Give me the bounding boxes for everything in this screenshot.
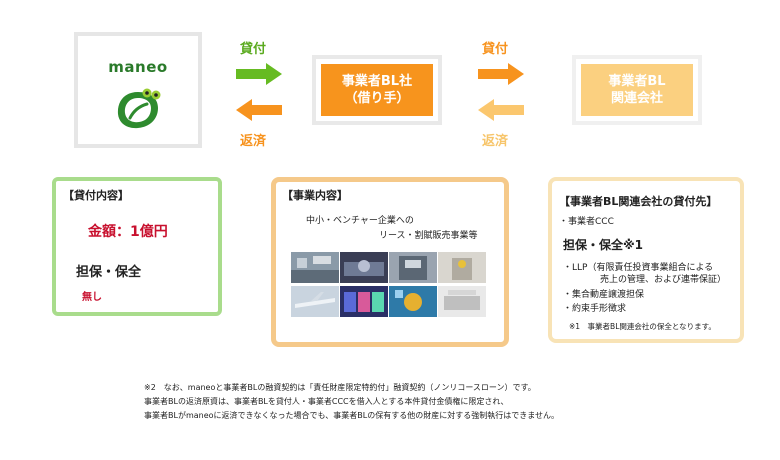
arcade-photo-icon <box>340 286 388 317</box>
left-arrow-icon <box>236 99 282 121</box>
related-collateral-title: 担保・保全※1 <box>563 238 644 252</box>
borrower-name: 事業者BL社 <box>341 74 413 89</box>
interior-photo-icon <box>438 286 486 317</box>
related-item2: ・集合動産譲渡担保 <box>563 290 645 300</box>
right-arrow-icon <box>478 63 524 85</box>
related-lending-header: 【事業者BL関連会社の貸付先】 <box>559 195 718 208</box>
related-name-line2: 関連会社 <box>610 91 663 106</box>
loan-details-box: 【貸付内容】 金額：1億円 担保・保全 無し <box>52 177 222 316</box>
borrower-node: 事業者BL社 （借り手） <box>312 55 442 125</box>
right-arrow-icon <box>236 63 282 85</box>
right-repay-label: 返済 <box>482 134 509 149</box>
loan-details-header: 【貸付内容】 <box>63 189 129 202</box>
related-name-line1: 事業者BL <box>608 74 666 89</box>
related-item1-a: ・LLP（有限責任投資事業組合による <box>563 263 714 273</box>
right-lend-label: 貸付 <box>482 42 509 57</box>
footnote-line2: 事業者BLの返済原資は、事業者BLを貸付人・事業者CCCを借入人とする本件貸付金… <box>144 397 509 406</box>
left-lend-label: 貸付 <box>240 42 267 57</box>
related-item1-b: 売上の管理、および連帯保証） <box>600 275 727 285</box>
collateral-value: 無し <box>82 292 102 303</box>
maneo-logo-icon <box>117 88 161 129</box>
loan-amount: 金額：1億円 <box>88 224 168 240</box>
collateral-label: 担保・保全 <box>76 265 142 280</box>
maneo-name: maneo <box>108 58 168 76</box>
related-inner: 事業者BL 関連会社 <box>581 64 693 116</box>
equipment-photo-icon <box>438 252 486 283</box>
footnote: ※2 なお、maneoと事業者BLの融資契約は「責任財産限定特約付」融資契約（ノ… <box>144 381 559 423</box>
footnote-line1: ※2 なお、maneoと事業者BLの融資契約は「責任財産限定特約付」融資契約（ノ… <box>144 383 536 392</box>
left-arrow-icon <box>478 99 524 121</box>
business-line2: リース・割賦販売事業等 <box>379 231 478 241</box>
related-item3: ・約束手形徴求 <box>563 304 627 314</box>
maneo-node: maneo <box>74 32 202 148</box>
related-lendee: ・事業者CCC <box>559 217 614 227</box>
left-repay-label: 返済 <box>240 134 267 149</box>
factory-photo-icon <box>340 252 388 283</box>
business-box: 【事業内容】 中小・ベンチャー企業への リース・割賦販売事業等 <box>271 177 509 347</box>
related-note: ※1 事業者BL関連会社の保全となります。 <box>569 322 716 331</box>
borrower-role: （借り手） <box>344 91 410 106</box>
related-lending-box: 【事業者BL関連会社の貸付先】 ・事業者CCC 担保・保全※1 ・LLP（有限責… <box>548 177 744 343</box>
related-company-node: 事業者BL 関連会社 <box>572 55 702 125</box>
electronics-photo-icon <box>389 286 437 317</box>
business-header: 【事業内容】 <box>282 189 348 202</box>
machine-photo-icon <box>389 252 437 283</box>
kitchen-photo-icon <box>291 252 339 283</box>
footnote-line3: 事業者BLがmaneoに返済できなくなった場合でも、事業者BLの保有する他の財産… <box>144 411 559 420</box>
business-line1: 中小・ベンチャー企業への <box>306 216 414 226</box>
borrower-inner: 事業者BL社 （借り手） <box>321 64 433 116</box>
airplane-photo-icon <box>291 286 339 317</box>
